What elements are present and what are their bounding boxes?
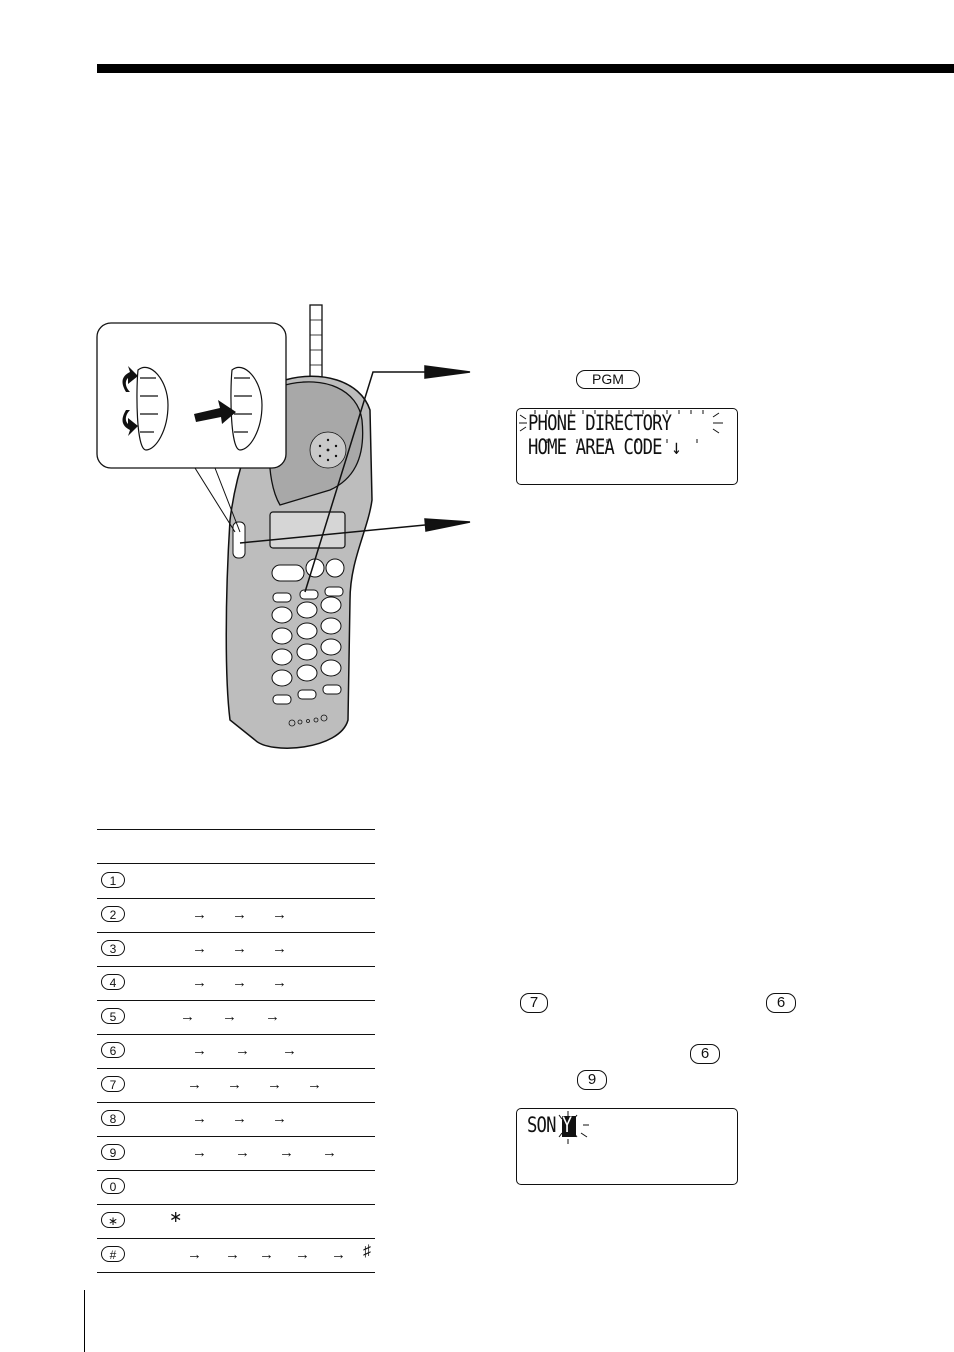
right-arrow-icon: → [279,1144,294,1161]
right-arrow-icon: → [272,906,287,923]
blink-marks-icon [519,410,723,443]
right-arrow-icon: → [222,1008,237,1025]
table-key-badge: 8 [101,1110,125,1126]
jog-dial-press-icon [194,366,263,451]
right-arrow-icon: → [232,940,247,957]
table-header-rule [97,863,375,864]
right-arrow-icon: → [227,1076,242,1093]
right-arrow-icon: → [192,1144,207,1161]
symbol-char: ♯ [363,1243,371,1260]
right-arrow-icon: → [282,1042,297,1059]
jog-dial-up-down-icon [122,366,169,451]
key-7: 7 [520,993,548,1013]
page-top-rule [97,64,954,73]
lcd-line-2: HOME AREA CODE ↓ [528,435,682,459]
key-6-second: 6 [690,1044,720,1064]
table-key-badge: # [101,1246,125,1262]
right-arrow-icon: → [265,1008,280,1025]
table-key-badge: 5 [101,1008,125,1024]
right-arrow-icon: → [180,1008,195,1025]
table-key-badge: 3 [101,940,125,956]
table-key-badge: 9 [101,1144,125,1160]
right-arrow-icon: → [272,974,287,991]
page-margin-rule [84,1290,85,1352]
table-key-badge: 1 [101,872,125,888]
right-arrow-icon: → [232,906,247,923]
table-row: 8 → → → [97,1102,375,1137]
right-arrow-icon: → [225,1246,240,1263]
right-arrow-icon: → [307,1076,322,1093]
handset-illustration [96,304,471,749]
table-top-rule [97,829,375,830]
lcd-cursor-char: Y [562,1113,572,1137]
table-key-badge: 0 [101,1178,125,1194]
right-arrow-icon: → [235,1144,250,1161]
table-row: 2 → → → [97,898,375,933]
lcd-line-1: PHONE DIRECTORY [528,411,672,435]
right-arrow-icon: → [322,1144,337,1161]
table-key-badge: 6 [101,1042,125,1058]
table-row: # → → → → → ♯ [97,1238,375,1273]
right-arrow-icon: → [187,1076,202,1093]
right-arrow-icon: → [267,1076,282,1093]
right-arrow-icon: → [331,1246,346,1263]
right-arrow-icon: → [259,1246,274,1263]
table-row: 9 → → → → [97,1136,375,1171]
key-9: 9 [577,1070,607,1090]
callout-arrow-icon [239,365,471,593]
table-row: 3 → → → [97,932,375,967]
right-arrow-icon: → [232,1110,247,1127]
right-arrow-icon: → [272,940,287,957]
right-arrow-icon: → [192,906,207,923]
right-arrow-icon: → [192,940,207,957]
table-key-badge: 7 [101,1076,125,1092]
table-row: 4 → → → [97,966,375,1001]
table-row: 6 → → → [97,1034,375,1069]
cursor-blink-icon [558,1111,589,1144]
table-key-badge: 2 [101,906,125,922]
right-arrow-icon: → [187,1246,202,1263]
key-6: 6 [766,993,796,1013]
table-key-badge: ∗ [101,1212,125,1228]
lcd-entry-text: SON [527,1113,556,1137]
table-row: 1 [97,864,375,899]
pgm-key: PGM [576,370,640,389]
lcd-phone-directory: PHONE DIRECTORY HOME AREA CODE ↓ [516,408,738,485]
right-arrow-icon: → [192,1042,207,1059]
right-arrow-icon: → [192,974,207,991]
lcd-name-entry: SON Y [516,1108,738,1185]
table-row: 5 → → → [97,1000,375,1035]
symbol-char: ∗ [169,1209,183,1226]
table-key-badge: 4 [101,974,125,990]
right-arrow-icon: → [192,1110,207,1127]
right-arrow-icon: → [235,1042,250,1059]
table-row: 7 → → → → [97,1068,375,1103]
right-arrow-icon: → [232,974,247,991]
table-row: ∗∗ [97,1204,375,1239]
table-row: 0 [97,1170,375,1205]
right-arrow-icon: → [272,1110,287,1127]
right-arrow-icon: → [295,1246,310,1263]
